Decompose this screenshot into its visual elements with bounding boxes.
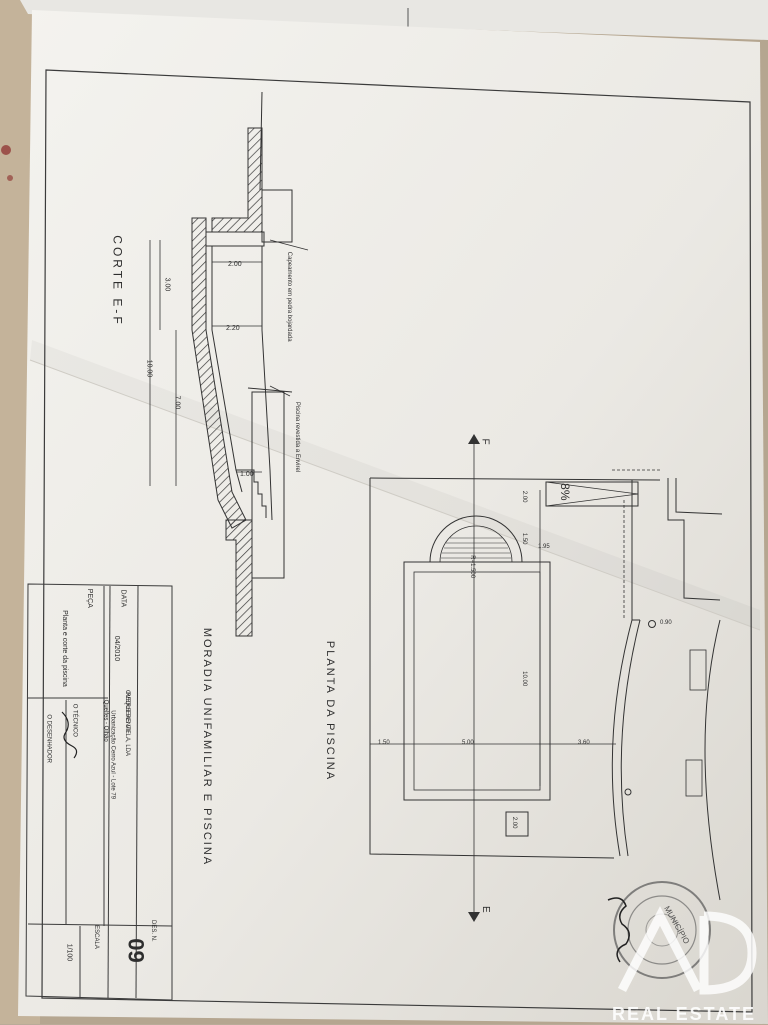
piece-label: PEÇA <box>86 589 93 608</box>
slope-label: 8% <box>558 483 572 501</box>
cut-label-e: E <box>480 906 491 913</box>
watermark-tagline: REAL ESTATE <box>612 1004 757 1024</box>
signature <box>61 711 78 759</box>
project-title: MORADIA UNIFAMILIAR E PISCINA <box>201 628 213 866</box>
plan-title: PLANTA DA PISCINA <box>324 641 336 781</box>
plan-dim-090: 0.90 <box>660 620 672 626</box>
paper-sheet <box>18 10 768 1024</box>
drawing-number: 09 <box>124 938 149 962</box>
requester-label: REQUERENTE <box>124 692 130 734</box>
scale-label: ESCALA <box>93 925 99 949</box>
plan-dim-1000: 10.00 <box>521 671 527 687</box>
plan-dim-500: 5.00 <box>462 740 474 746</box>
outer-border <box>41 69 753 1013</box>
watermark-logo <box>617 906 757 995</box>
date-value: 04/2010 <box>113 636 120 661</box>
cut-label-f: F <box>480 438 491 444</box>
date-label: DATA <box>119 590 126 608</box>
plan-dim-195: 1.95 <box>538 544 550 550</box>
plan-dim-360: 3.60 <box>578 740 590 746</box>
scale-value: 1/100 <box>65 944 72 962</box>
requester-name: OVERSEAS VILLA, LDA <box>124 690 130 756</box>
piece-value: Planta e corte da piscina <box>61 610 68 687</box>
technician-label: O TÉCNICO <box>71 704 78 738</box>
plan-drawing <box>369 434 723 922</box>
handwritten-mark <box>607 897 630 963</box>
note-lining: Piscina revestida a Envirel <box>294 402 300 472</box>
section-dim-100: 1.00 <box>240 471 254 478</box>
plan-dim-150a: 1.50 <box>521 533 527 545</box>
section-dim-700: 7.00 <box>173 396 180 410</box>
section-title: CORTE E-F <box>111 235 125 326</box>
draftsman-label: O DESENHADOR <box>46 714 52 763</box>
section-dim-220: 2.20 <box>226 325 240 332</box>
drawing-number-label: DES. N. <box>150 920 156 942</box>
section-dim-200: 2.00 <box>228 261 242 268</box>
section-dim-1000: 10.00 <box>145 360 152 378</box>
title-block <box>25 583 173 1001</box>
requester-address-1: Urbanização Cerro Azul - Lote 79 <box>110 710 116 799</box>
plan-dim-200a: 2.00 <box>521 491 527 503</box>
note-coping: Capeamento em pedra bojardada <box>286 252 292 342</box>
radius-label: R=1.500 <box>469 555 475 579</box>
section-dim-300: 3.00 <box>163 278 170 292</box>
section-drawing <box>149 91 309 637</box>
plan-dim-200b: 2.00 <box>511 817 517 829</box>
requester-address-2: Quelfes - Olhão <box>102 700 108 743</box>
plan-dim-150b: 1.50 <box>378 740 390 746</box>
